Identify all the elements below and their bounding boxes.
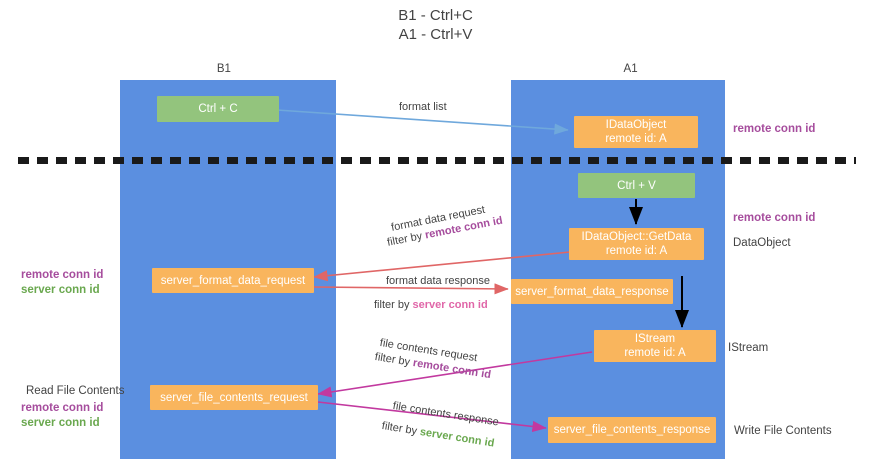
node-server-format-data-request[interactable]: server_format_data_request bbox=[152, 268, 314, 293]
dashed-divider bbox=[18, 157, 856, 164]
node-ctrl-v-label: Ctrl + V bbox=[617, 179, 656, 192]
lane-header-b1-title: B1 bbox=[216, 63, 231, 75]
annotation-remote-conn-id-top: remote conn id bbox=[733, 122, 815, 137]
node-ctrl-c-label: Ctrl + C bbox=[198, 103, 238, 115]
edge-filter-format-data-response: filter by server conn id bbox=[374, 298, 488, 312]
diagram-title-line2: A1 - Ctrl+V bbox=[398, 26, 473, 43]
diagram-title: B1 - Ctrl+C A1 - Ctrl+V bbox=[0, 6, 871, 44]
diagram-title-line1: B1 - Ctrl+C bbox=[398, 7, 473, 24]
node-istream-line1: IStream bbox=[634, 333, 676, 345]
node-server-file-contents-request[interactable]: server_file_contents_request bbox=[150, 385, 318, 410]
annotation-istream: IStream bbox=[728, 342, 769, 354]
edge-filter-key-server-conn-id-2: server conn id bbox=[419, 426, 496, 450]
node-getdata-line2: remote id: A bbox=[605, 245, 668, 257]
node-ctrl-v[interactable]: Ctrl + V bbox=[578, 173, 695, 198]
lane-header-a1-title: A1 bbox=[623, 63, 638, 75]
edge-label-format-list: format list bbox=[399, 101, 447, 113]
annotation-left-server-conn-id-2: server conn id bbox=[21, 417, 100, 429]
node-server-format-data-request-label: server_format_data_request bbox=[160, 274, 306, 287]
node-server-format-data-response-label: server_format_data_response bbox=[515, 285, 669, 298]
edge-filter-key-server-conn-id-1: server conn id bbox=[412, 299, 488, 311]
node-server-file-contents-response-label: server_file_contents_response bbox=[553, 424, 711, 436]
node-server-file-contents-response[interactable]: server_file_contents_response bbox=[548, 417, 716, 443]
annotation-left-server-conn-id-1: server conn id bbox=[21, 284, 100, 296]
annotation-left-remote-conn-id-2: remote conn id bbox=[21, 402, 104, 414]
node-idataobject-line2: remote id: A bbox=[605, 133, 667, 145]
annotation-read-file-contents: Read File Contents bbox=[26, 385, 125, 397]
annotation-dataobject: DataObject bbox=[733, 237, 791, 249]
annotation-write-file-contents: Write File Contents bbox=[734, 425, 832, 437]
node-server-file-contents-request-label: server_file_contents_request bbox=[160, 391, 308, 404]
annotation-left-conn-ids-lower: remote conn id server conn id bbox=[21, 401, 103, 431]
node-getdata-line1: IDataObject::GetData bbox=[581, 231, 692, 243]
node-istream-line2: remote id: A bbox=[624, 347, 686, 359]
annotation-remote-conn-id-top-text: remote conn id bbox=[733, 123, 816, 135]
annotation-left-conn-ids-upper: remote conn id server conn id bbox=[21, 268, 103, 298]
edge-label-format-data-response: format data response bbox=[386, 275, 490, 287]
edge-filter-prefix-4: filter by bbox=[380, 419, 421, 438]
node-getdata[interactable]: IDataObject::GetData remote id: A bbox=[569, 228, 704, 260]
node-server-format-data-response[interactable]: server_format_data_response bbox=[511, 279, 673, 304]
node-idataobject[interactable]: IDataObject remote id: A bbox=[574, 116, 698, 148]
node-istream[interactable]: IStream remote id: A bbox=[594, 330, 716, 362]
annotation-remote-conn-id-mid: remote conn id bbox=[733, 211, 815, 226]
node-ctrl-c[interactable]: Ctrl + C bbox=[157, 96, 279, 122]
edge-filter-prefix-2: filter by bbox=[374, 299, 413, 311]
annotation-left-remote-conn-id-1: remote conn id bbox=[21, 269, 104, 281]
node-idataobject-line1: IDataObject bbox=[605, 119, 667, 131]
annotation-remote-conn-id-mid-text: remote conn id bbox=[733, 212, 816, 224]
